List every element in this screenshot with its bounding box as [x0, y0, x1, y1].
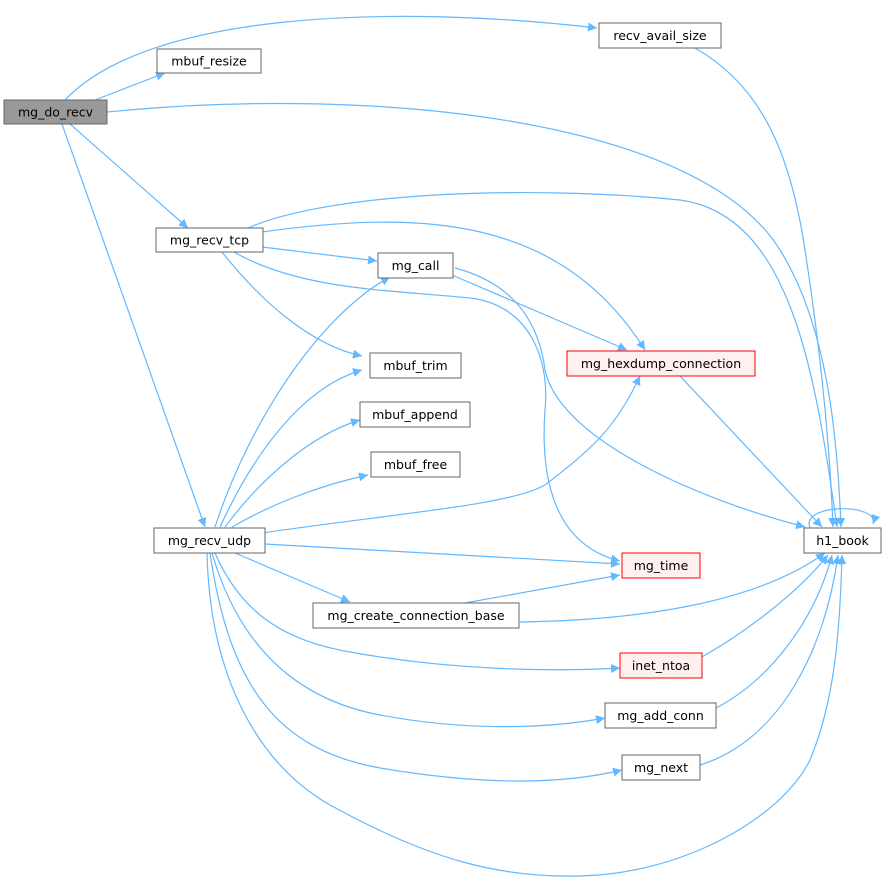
- node-label: mg_recv_tcp: [170, 233, 249, 248]
- node-mg_recv_tcp[interactable]: mg_recv_tcp: [155, 227, 264, 253]
- node-label: mg_recv_udp: [168, 533, 251, 548]
- edge-mg_do_recv-h1_book: [106, 102, 846, 528]
- edge-mg_call-h1_book: [454, 267, 806, 530]
- node-label: inet_ntoa: [632, 658, 690, 673]
- edge-mg_call-mg_hexdump_connection: [451, 274, 628, 351]
- edge-mg_create_connection_base-mg_time: [464, 572, 621, 604]
- edge-mg_recv_udp-mg_hexdump_connection: [261, 375, 641, 534]
- node-label: mbuf_append: [372, 407, 458, 422]
- node-label: mg_call: [392, 258, 440, 273]
- edge-mg_hexdump_connection-h1_book: [679, 375, 823, 528]
- edge-mg_recv_udp-mbuf_trim: [219, 368, 363, 528]
- node-h1_book[interactable]: h1_book: [803, 527, 882, 554]
- edge-recv_avail_size-h1_book: [694, 47, 838, 528]
- node-label: recv_avail_size: [613, 28, 707, 43]
- edge-mg_recv_tcp-h1_book: [247, 191, 841, 528]
- node-label: mg_hexdump_connection: [581, 356, 741, 371]
- edge-mg_recv_tcp-mg_hexdump_connection: [261, 221, 646, 351]
- edge-mg_recv_tcp-mg_time: [233, 251, 621, 564]
- edge-mg_do_recv-recv_avail_size: [64, 15, 598, 101]
- node-mg_recv_udp[interactable]: mg_recv_udp: [153, 527, 266, 554]
- edge-mg_recv_tcp-mbuf_trim: [221, 251, 363, 359]
- node-label: mg_time: [634, 558, 689, 573]
- node-mg_create_connection_base[interactable]: mg_create_connection_base: [312, 602, 520, 629]
- edge-mg_recv_udp-inet_ntoa: [214, 552, 621, 674]
- node-mg_next[interactable]: mg_next: [621, 754, 701, 781]
- node-inet_ntoa[interactable]: inet_ntoa: [619, 652, 703, 679]
- edge-mg_add_conn-h1_book: [715, 554, 835, 709]
- edge-inet_ntoa-h1_book: [699, 554, 829, 659]
- edge-mg_recv_udp-mg_next: [209, 552, 623, 782]
- node-label: mg_next: [634, 760, 688, 775]
- node-mbuf_resize[interactable]: mbuf_resize: [156, 48, 262, 74]
- node-mg_hexdump_connection[interactable]: mg_hexdump_connection: [566, 350, 756, 377]
- node-label: mbuf_free: [384, 457, 448, 472]
- edge-mg_recv_udp-mg_time: [264, 543, 621, 568]
- edge-mg_do_recv-mg_recv_udp: [61, 123, 207, 528]
- node-label: mbuf_resize: [171, 54, 247, 69]
- edge-mg_recv_udp-mbuf_free: [231, 472, 369, 528]
- node-label: mbuf_trim: [383, 358, 447, 373]
- edges-layer: [61, 15, 881, 877]
- edge-mg_next-h1_book: [699, 554, 842, 766]
- edge-mg_recv_udp-mg_add_conn: [211, 552, 606, 728]
- node-mg_add_conn[interactable]: mg_add_conn: [604, 702, 717, 729]
- node-label: h1_book: [816, 533, 869, 548]
- node-mg_do_recv[interactable]: mg_do_recv: [3, 99, 108, 125]
- node-mbuf_free[interactable]: mbuf_free: [370, 451, 461, 478]
- node-mbuf_append[interactable]: mbuf_append: [359, 401, 471, 428]
- node-label: mg_create_connection_base: [327, 608, 505, 623]
- node-label: mg_do_recv: [18, 105, 94, 120]
- edge-mg_do_recv-mbuf_resize: [94, 72, 166, 101]
- node-mbuf_trim[interactable]: mbuf_trim: [369, 352, 462, 379]
- node-label: mg_add_conn: [617, 708, 704, 723]
- edge-mg_recv_udp-h1_book: [206, 552, 847, 877]
- node-mg_time[interactable]: mg_time: [621, 552, 701, 579]
- node-recv_avail_size[interactable]: recv_avail_size: [598, 22, 722, 49]
- nodes-layer: mg_do_recv mbuf_resize recv_avail_size m…: [3, 22, 882, 781]
- edge-mg_create_connection_base-h1_book: [519, 552, 826, 623]
- edge-mg_recv_udp-mbuf_append: [224, 418, 361, 528]
- edge-mg_recv_tcp-mg_call: [261, 246, 378, 265]
- edge-h1_book-h1_book: [808, 508, 881, 529]
- node-mg_call[interactable]: mg_call: [377, 252, 454, 279]
- edge-mg_do_recv-mg_recv_tcp: [69, 123, 189, 229]
- edge-mg_recv_udp-mg_call: [214, 276, 391, 528]
- edge-mg_recv_udp-mg_create_connection_base: [234, 552, 351, 603]
